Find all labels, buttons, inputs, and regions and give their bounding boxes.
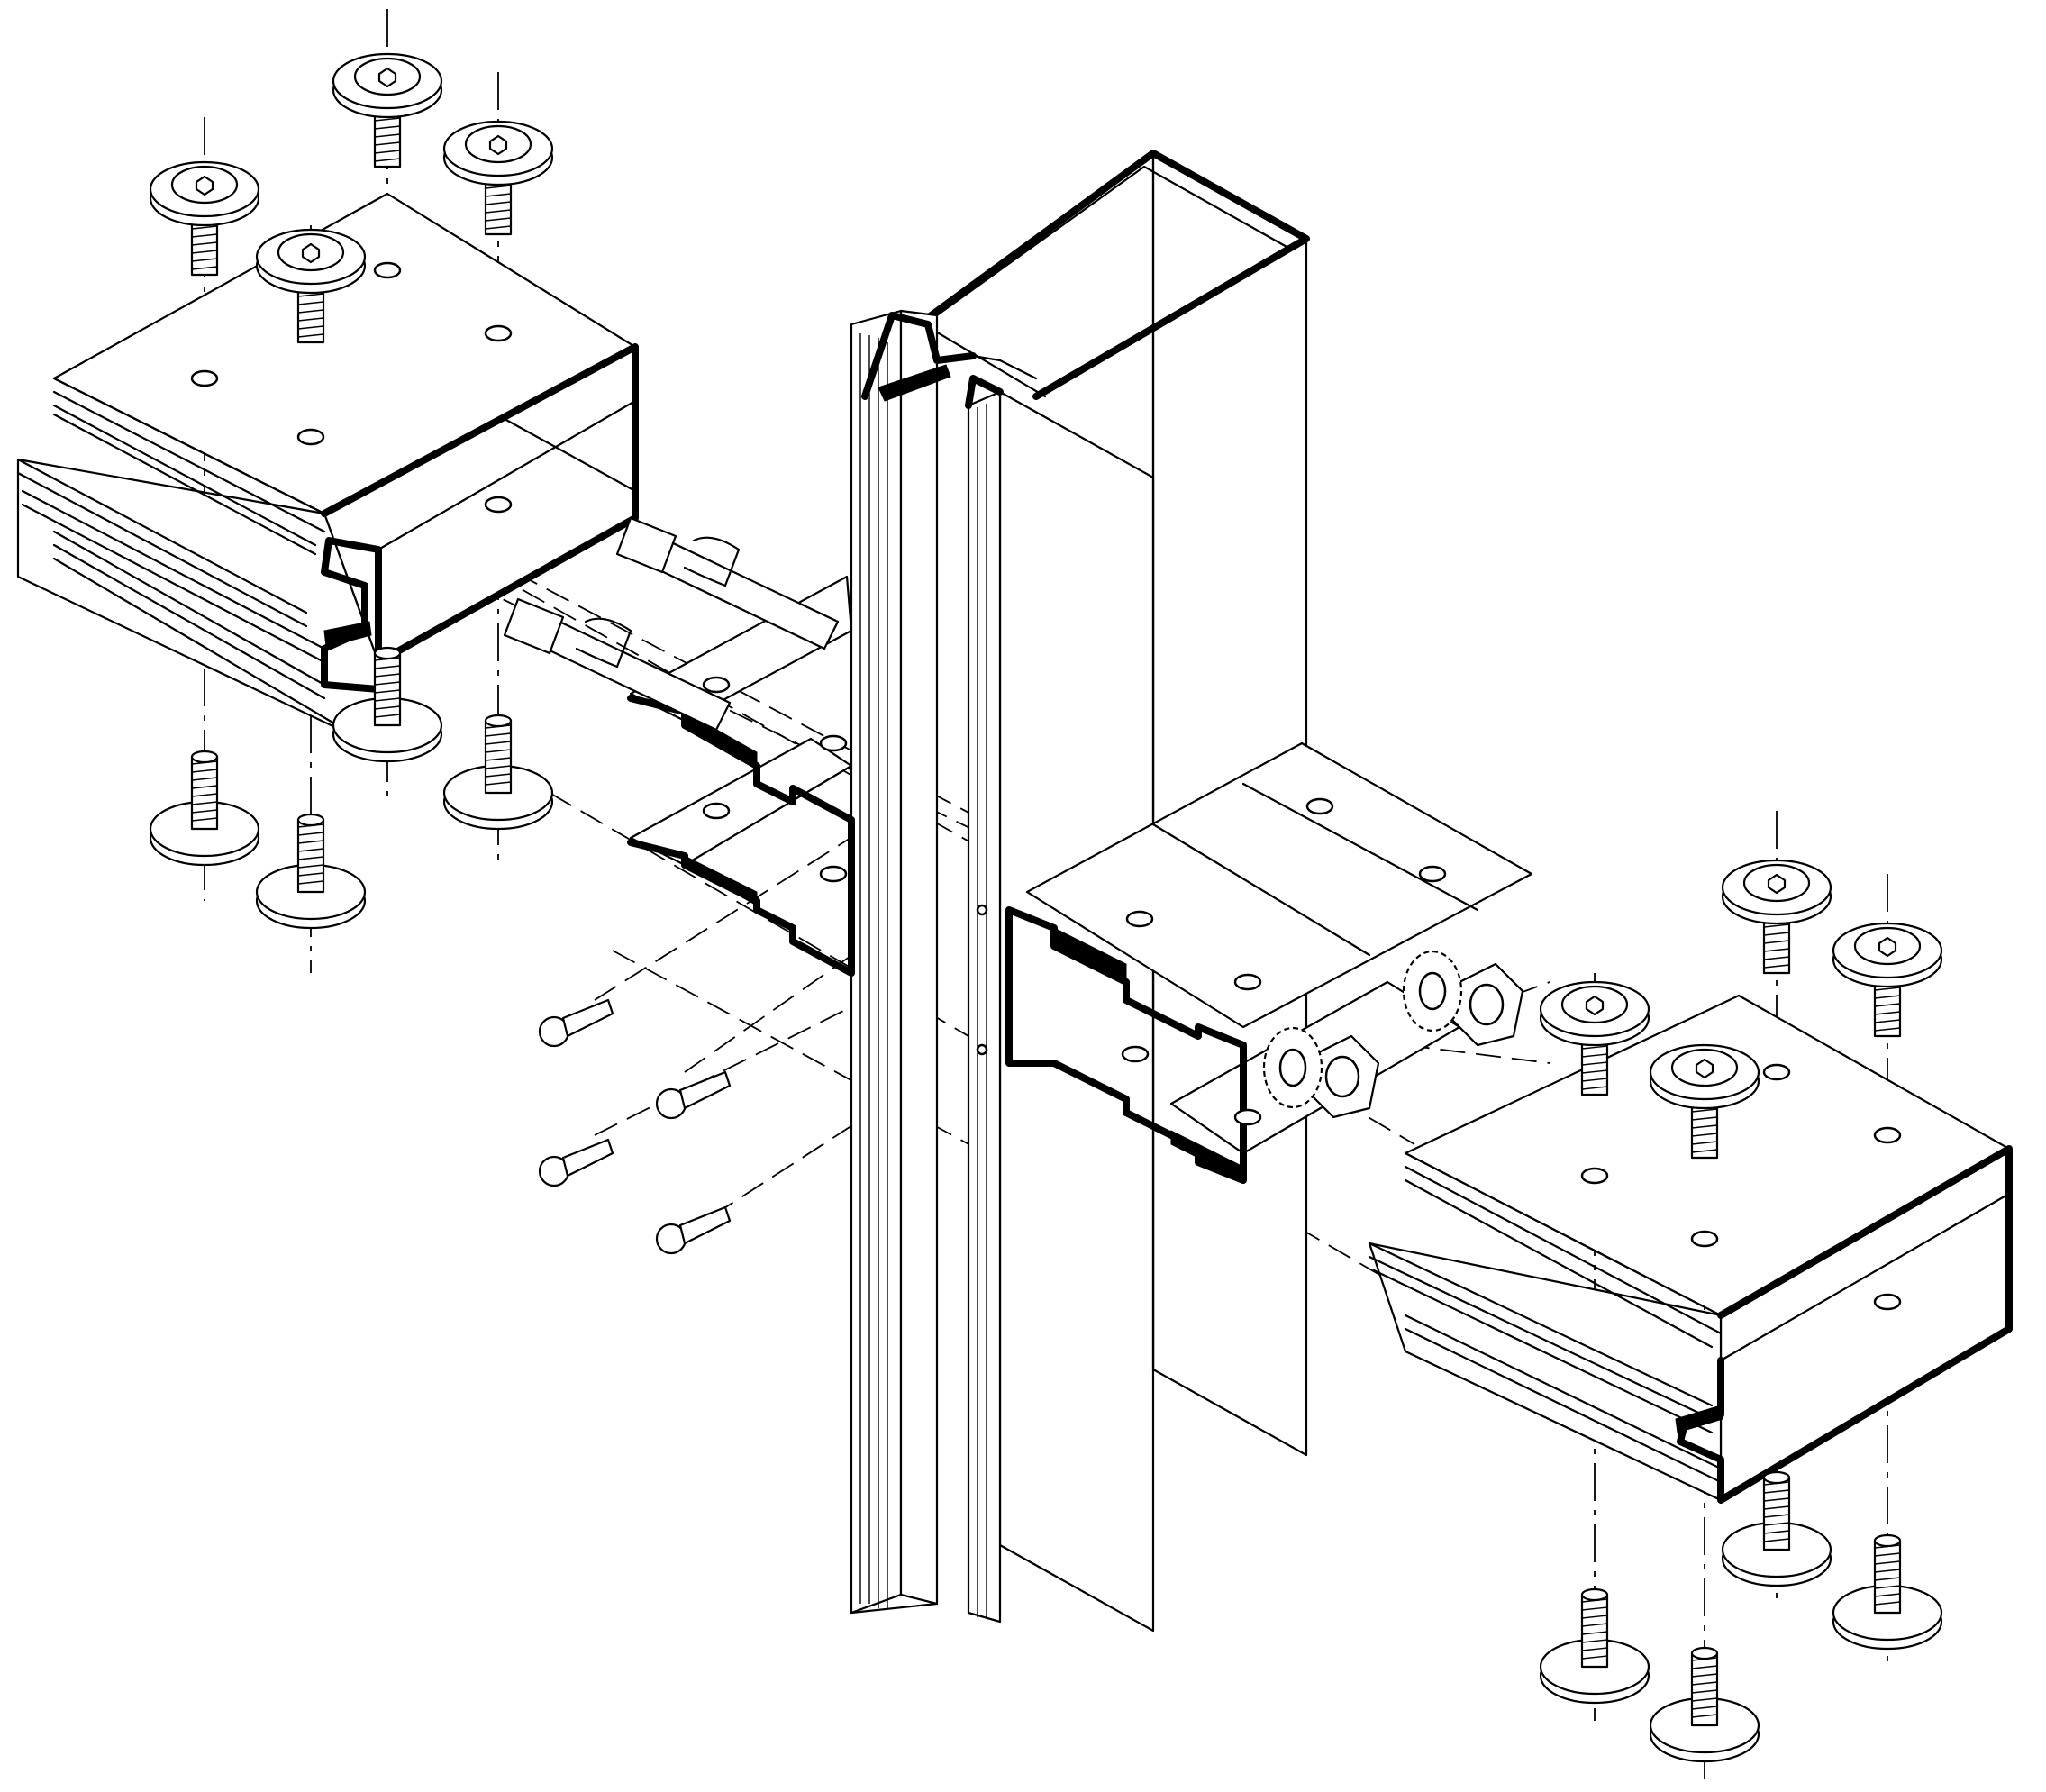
self-tapping-screw-2 — [655, 1070, 732, 1120]
flanged-screws-up — [149, 646, 1943, 1763]
threaded-stud-bolt-2 — [255, 813, 367, 930]
left-horizontal-box-profile — [16, 192, 639, 750]
hex-nut-upper — [1449, 962, 1524, 1047]
threaded-stud-bolt-4 — [442, 714, 554, 831]
threaded-stud-bolt-1 — [149, 750, 260, 867]
self-tapping-screw-1 — [538, 998, 614, 1048]
flanged-socket-head-screw-3 — [332, 52, 443, 168]
threaded-stud-bolt-3 — [332, 646, 443, 763]
self-tapping-screw-4 — [655, 1205, 732, 1255]
flanged-socket-head-screw-7 — [1721, 859, 1832, 975]
threaded-stud-bolt-5 — [1539, 1587, 1650, 1705]
threaded-stud-bolt-lower — [503, 597, 732, 732]
self-tapping-screw-3 — [538, 1138, 614, 1187]
flanged-screws-down — [149, 52, 1943, 1160]
flanged-socket-head-screw-8 — [1832, 922, 1943, 1038]
flanged-socket-head-screw-6 — [1649, 1043, 1760, 1160]
threaded-stud-bolt-8 — [1832, 1533, 1943, 1651]
flanged-socket-head-screw-5 — [1539, 980, 1650, 1096]
flanged-socket-head-screw-4 — [442, 120, 554, 236]
threaded-stud-bolt-7 — [1721, 1470, 1832, 1587]
flanged-socket-head-screw-2 — [255, 228, 367, 344]
threaded-stud-bolt-6 — [1649, 1646, 1760, 1763]
flanged-socket-head-screw-1 — [149, 160, 260, 277]
threaded-stud-bolt-upper — [615, 516, 840, 650]
toothed-lock-washer-lower — [1262, 1026, 1323, 1109]
hex-nut-lower — [1305, 1034, 1380, 1119]
toothed-lock-washer-upper — [1402, 950, 1463, 1032]
